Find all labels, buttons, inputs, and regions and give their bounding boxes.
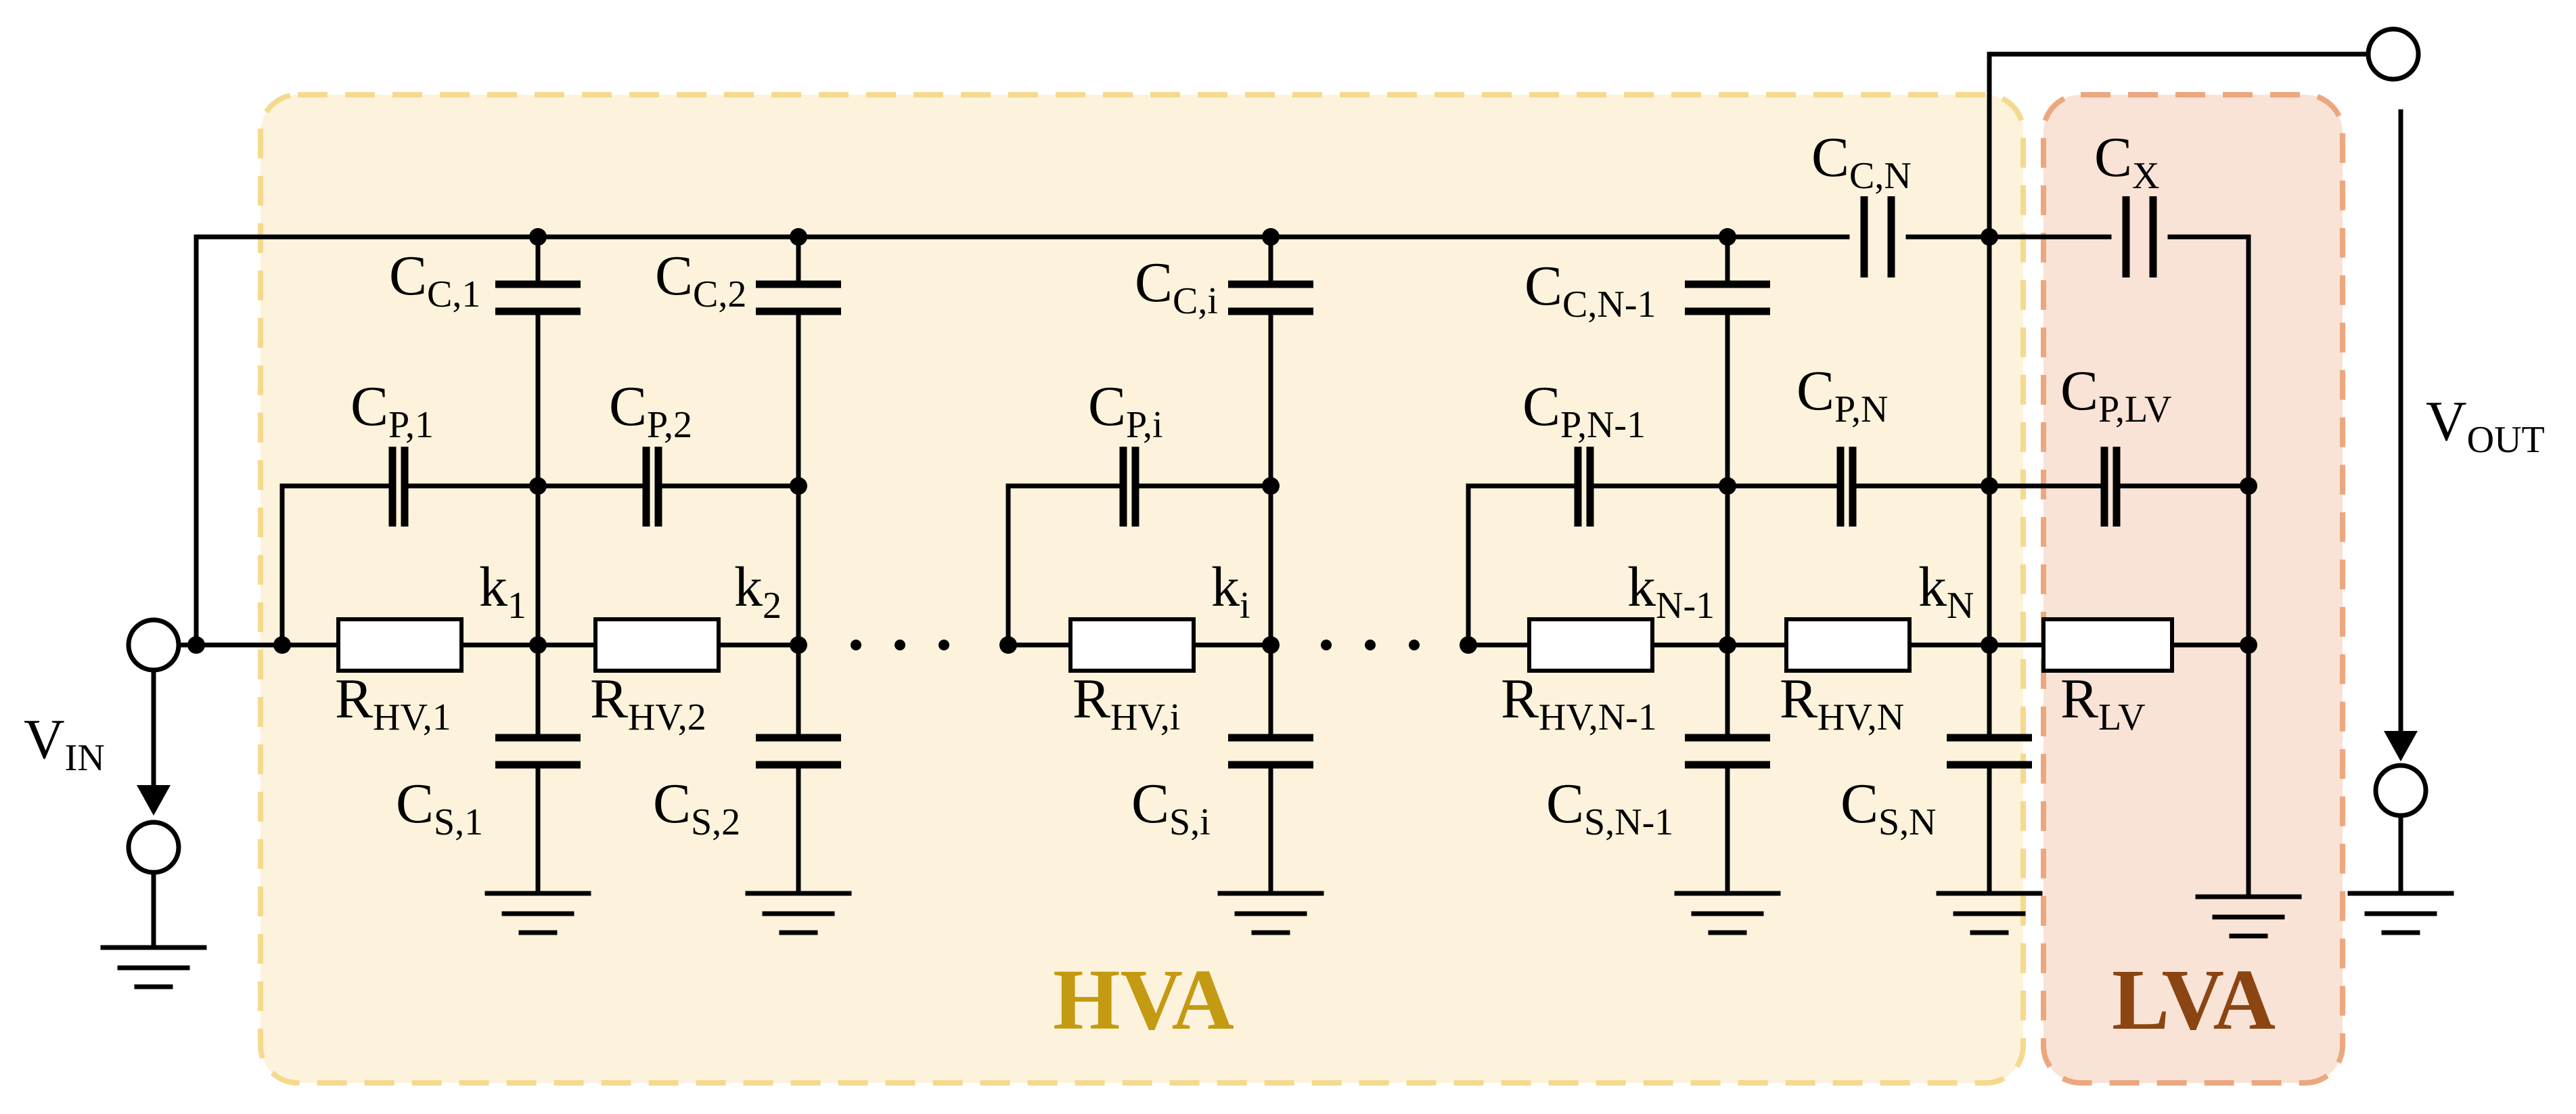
hva-region: HVA <box>258 92 2026 1086</box>
label-cplv: CP,LV <box>2060 359 2171 430</box>
ground-icon <box>745 891 852 935</box>
lva-region: LVA <box>2041 92 2345 1086</box>
parallel-capacitors <box>388 447 2121 527</box>
label-ccn: CC,N <box>1811 126 1912 197</box>
coupling-capacitors <box>495 196 2157 315</box>
label-cpi: CP,i <box>1088 375 1163 446</box>
resistors <box>336 617 2174 673</box>
label-vout: VOUT <box>2426 390 2545 461</box>
resistor-rhvi <box>1068 617 1196 673</box>
label-kn1: kN-1 <box>1627 556 1715 627</box>
ellipsis-dots <box>851 640 1420 650</box>
ground-icon <box>2195 894 2302 939</box>
ground-symbols <box>100 891 2454 989</box>
hva-region-title: HVA <box>1053 952 1234 1048</box>
label-cp1: CP,1 <box>351 375 434 446</box>
input-terminal-node <box>126 617 181 673</box>
resistor-rhv1 <box>336 617 464 673</box>
label-rlv: RLV <box>2060 667 2146 738</box>
ground-icon <box>1217 891 1324 935</box>
ground-icon <box>1674 891 1781 935</box>
input-ground-node <box>126 820 181 875</box>
label-cx: CX <box>2094 126 2159 197</box>
junction-dots <box>187 228 2257 654</box>
ground-icon <box>1936 891 2043 935</box>
label-cs1: CS,1 <box>396 772 483 843</box>
label-ccn1: CC,N-1 <box>1524 254 1656 326</box>
label-rhvn: RHV,N <box>1780 667 1904 738</box>
lva-region-box <box>2041 92 2345 1086</box>
label-ki: ki <box>1211 556 1250 627</box>
resistor-rlv <box>2041 617 2174 673</box>
shunt-capacitors <box>495 734 2032 769</box>
resistor-rhvn1 <box>1527 617 1654 673</box>
output-ground-node <box>2373 763 2428 818</box>
label-cs2: CS,2 <box>653 772 740 843</box>
label-csi: CS,i <box>1131 772 1211 843</box>
label-cpn1: CP,N-1 <box>1522 375 1646 446</box>
arrow-down-icon <box>2384 731 2418 761</box>
ground-icon <box>100 945 207 989</box>
resistor-rhv2 <box>593 617 721 673</box>
label-rhvn1: RHV,N-1 <box>1501 667 1657 738</box>
circuit-wires <box>151 51 2403 950</box>
output-terminal-node <box>2366 26 2421 82</box>
label-csn: CS,N <box>1840 772 1937 843</box>
lva-region-title: LVA <box>2112 952 2276 1048</box>
output-terminal: VOUT <box>2366 26 2545 818</box>
input-terminal: VIN <box>24 617 181 875</box>
ground-icon <box>2347 891 2454 935</box>
ground-icon <box>484 891 591 935</box>
component-labels: CC,1 CC,2 CC,i CC,N-1 CC,N CX CP,1 CP,2 … <box>335 126 2171 843</box>
label-rhvi: RHV,i <box>1072 667 1180 738</box>
resistor-rhvn <box>1784 617 1912 673</box>
hva-region-box <box>258 92 2026 1086</box>
label-k1: k1 <box>479 556 526 627</box>
arrow-down-icon <box>137 785 171 816</box>
label-cc1: CC,1 <box>389 244 480 315</box>
label-rhv2: RHV,2 <box>590 667 706 738</box>
label-kn: kN <box>1918 556 1974 627</box>
label-k2: k2 <box>734 556 782 627</box>
label-cp2: CP,2 <box>609 375 692 446</box>
label-cpn: CP,N <box>1797 359 1888 430</box>
label-rhv1: RHV,1 <box>335 667 451 738</box>
label-cci: CC,i <box>1135 251 1218 322</box>
label-csn1: CS,N-1 <box>1546 772 1673 843</box>
label-cc2: CC,2 <box>655 244 746 315</box>
label-vin: VIN <box>24 708 105 779</box>
